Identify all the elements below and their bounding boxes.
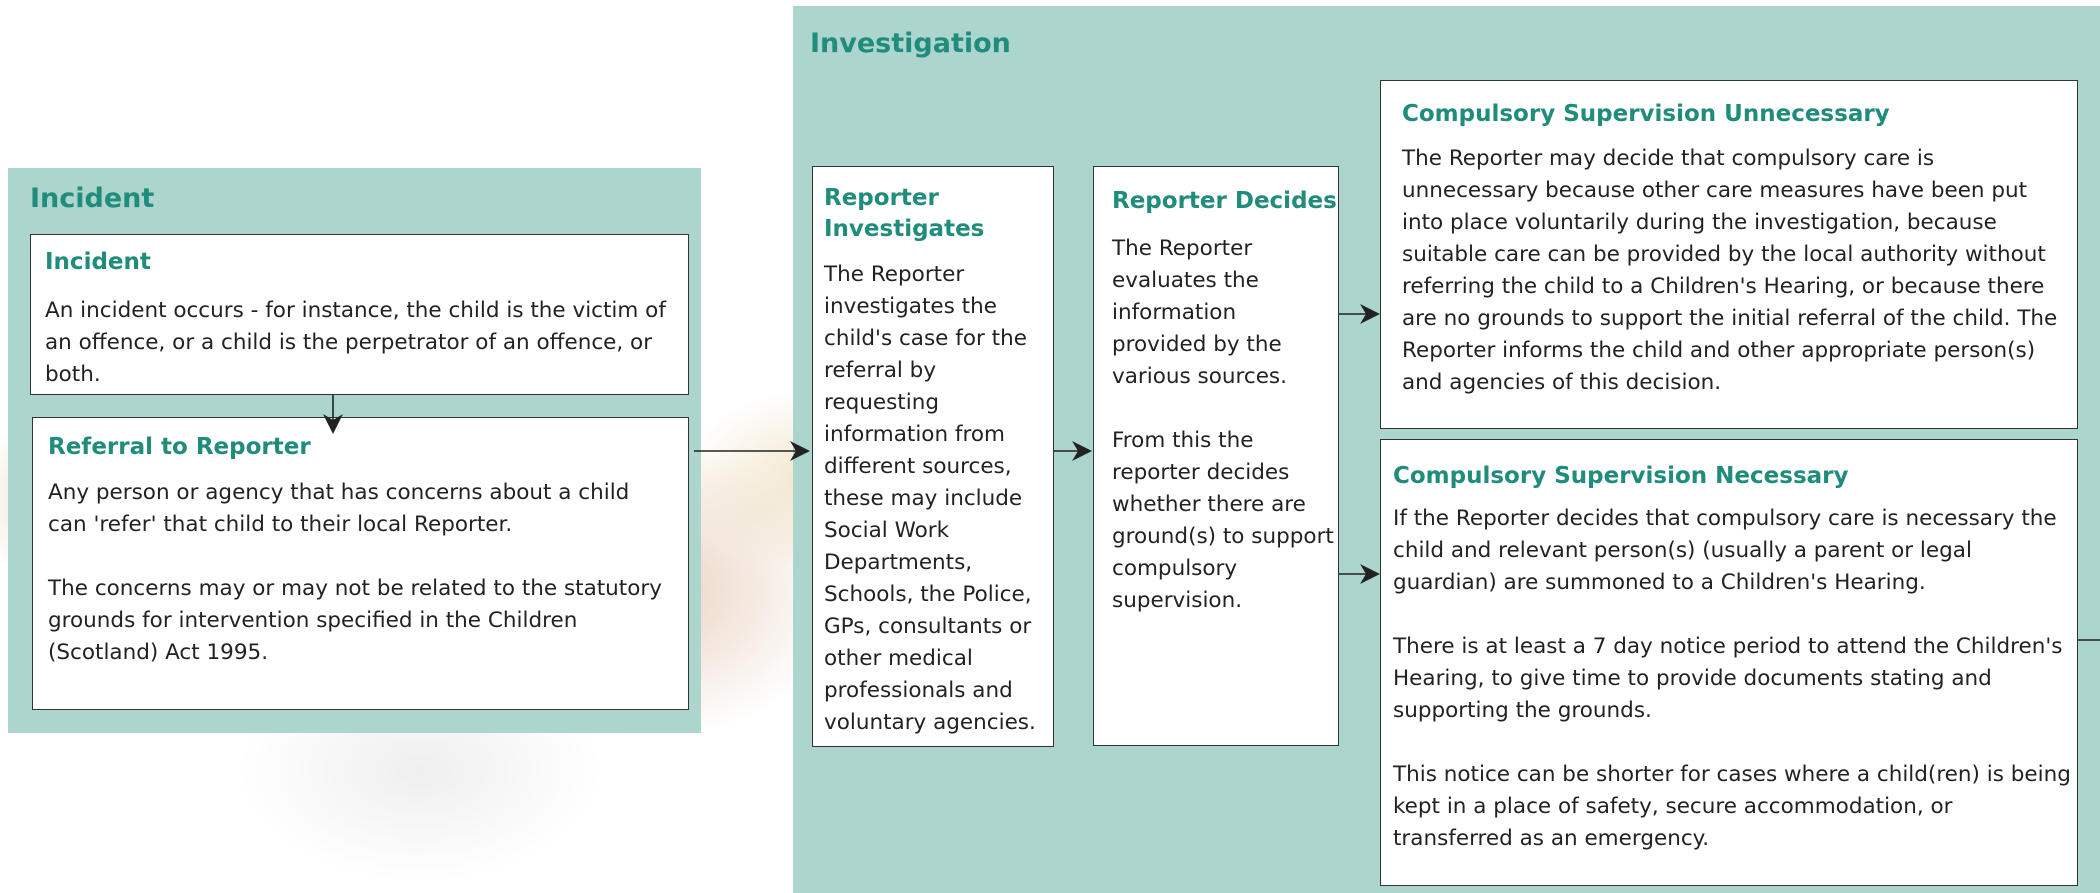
incident-panel-title: Incident	[30, 183, 155, 214]
supervision-unnecessary-box: Compulsory Supervision Unnecessary The R…	[1380, 80, 2078, 429]
reporter-investigates-text: The Reporter investigates the child's ca…	[824, 262, 1036, 735]
reporter-decides-title: Reporter Decides	[1112, 188, 1337, 214]
supervision-unnecessary-title: Compulsory Supervision Unnecessary	[1402, 101, 1890, 127]
referral-box-title: Referral to Reporter	[48, 434, 311, 460]
reporter-decides-paragraph: The Reporter evaluates the information p…	[1112, 236, 1287, 389]
reporter-decides-paragraph: From this the reporter decides whether t…	[1112, 428, 1334, 613]
supervision-necessary-title: Compulsory Supervision Necessary	[1393, 463, 1849, 489]
supervision-necessary-paragraph: This notice can be shorter for cases whe…	[1393, 762, 2071, 851]
reporter-decides-box: Reporter Decides The Reporter evaluates …	[1093, 166, 1339, 746]
reporter-decides-text: The Reporter evaluates the information p…	[1112, 233, 1334, 617]
investigation-panel-title: Investigation	[810, 28, 1011, 59]
supervision-necessary-paragraph: If the Reporter decides that compulsory …	[1393, 506, 2057, 595]
supervision-necessary-box: Compulsory Supervision Necessary If the …	[1380, 439, 2078, 886]
supervision-unnecessary-text: The Reporter may decide that compulsory …	[1402, 146, 2058, 395]
reporter-investigates-title: Reporter Investigates	[824, 185, 985, 242]
referral-paragraph: Any person or agency that has concerns a…	[48, 480, 630, 537]
referral-box-text: Any person or agency that has concerns a…	[48, 477, 673, 669]
investigation-panel: Investigation Reporter Investigates The …	[793, 6, 2100, 893]
incident-box-text: An incident occurs - for instance, the c…	[45, 298, 666, 387]
reporter-investigates-box: Reporter Investigates The Reporter inves…	[812, 166, 1054, 747]
incident-box-title: Incident	[45, 249, 151, 275]
supervision-necessary-text: If the Reporter decides that compulsory …	[1393, 503, 2073, 855]
referral-box: Referral to Reporter Any person or agenc…	[32, 417, 689, 710]
incident-box: Incident An incident occurs - for instan…	[30, 234, 689, 395]
referral-paragraph: The concerns may or may not be related t…	[48, 576, 662, 665]
incident-panel: Incident Incident An incident occurs - f…	[8, 168, 701, 733]
supervision-necessary-paragraph: There is at least a 7 day notice period …	[1393, 634, 2063, 723]
